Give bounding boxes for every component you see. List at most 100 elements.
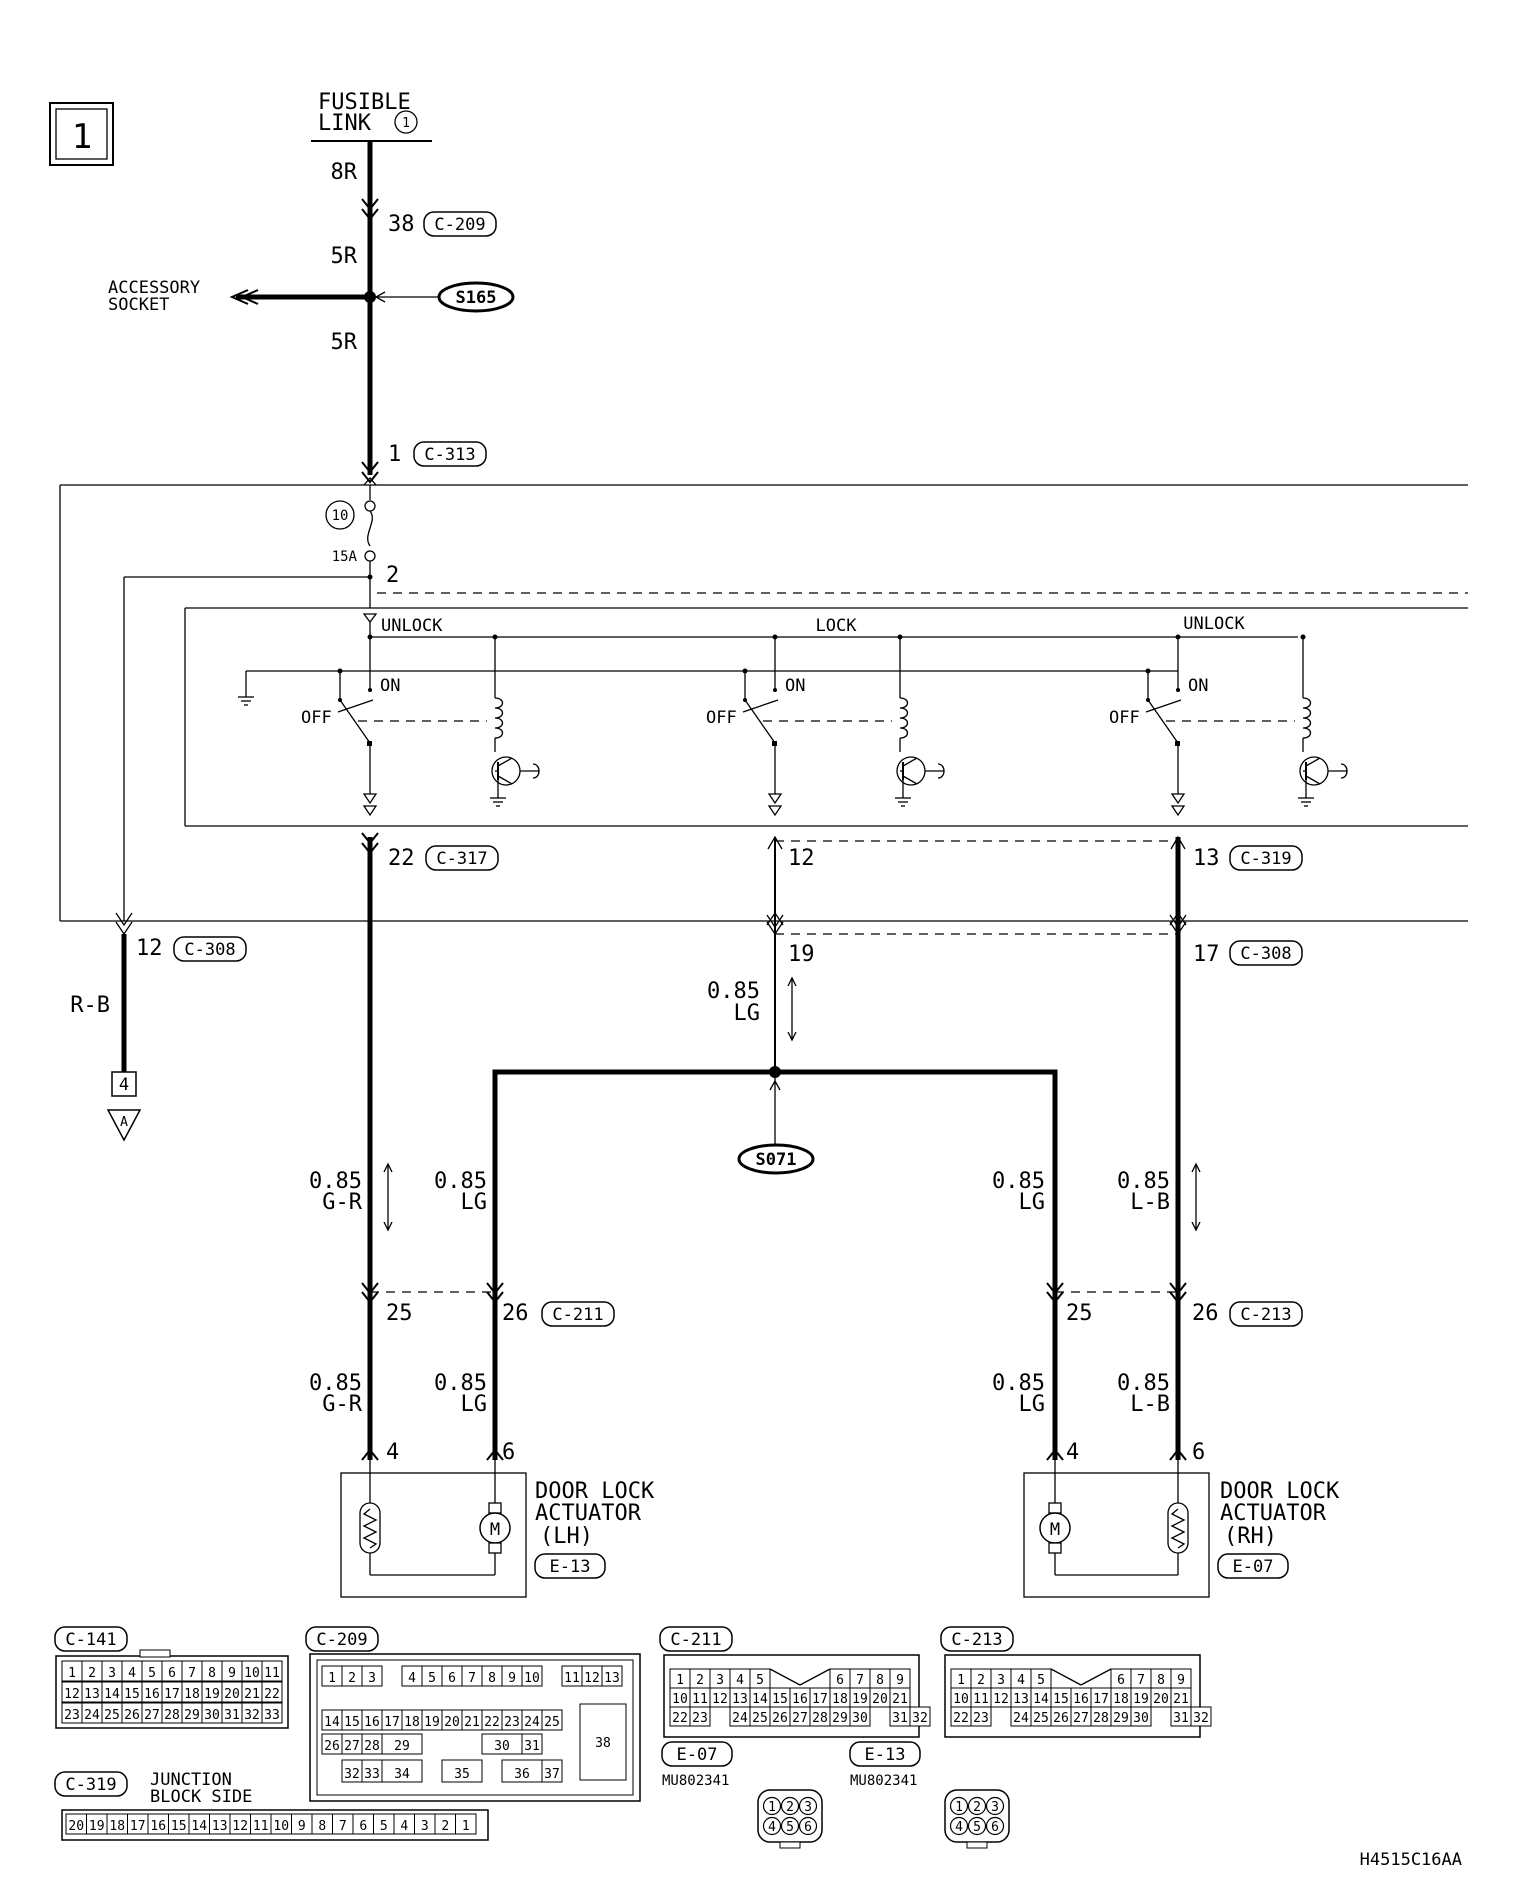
door-connectors: 25 26 C-211 25 26 C-213 0.85 G-R 0.85 LG… <box>309 1282 1303 1417</box>
svg-text:C-211: C-211 <box>552 1305 603 1325</box>
pin: 22 <box>484 1715 500 1730</box>
svg-text:E-13: E-13 <box>550 1557 591 1577</box>
pin: 14 <box>1033 1692 1049 1707</box>
svg-text:0.85: 0.85 <box>434 1371 487 1396</box>
pin: 3 <box>368 1671 376 1686</box>
pin: 22 <box>264 1687 280 1702</box>
svg-text:2: 2 <box>386 563 399 588</box>
svg-text:SOCKET: SOCKET <box>108 295 169 315</box>
svg-text:ACCESSORY: ACCESSORY <box>108 278 200 298</box>
svg-text:4: 4 <box>119 1075 129 1095</box>
pin: 25 <box>544 1715 560 1730</box>
pin: 24 <box>84 1708 100 1723</box>
part-number: MU802341 <box>662 1773 729 1789</box>
svg-text:G-R: G-R <box>322 1190 362 1215</box>
pin: 19 <box>204 1687 220 1702</box>
pin: 11 <box>264 1666 280 1681</box>
svg-text:ON: ON <box>1188 676 1208 696</box>
page-number-box: 1 <box>49 102 114 166</box>
pin: 32 <box>244 1708 260 1723</box>
svg-text:38: 38 <box>388 212 415 237</box>
pin: 29 <box>394 1739 410 1754</box>
pin: 24 <box>732 1711 748 1726</box>
svg-text:0.85: 0.85 <box>309 1169 362 1194</box>
svg-text:25: 25 <box>1066 1301 1093 1326</box>
pin: 5 <box>1037 1673 1045 1688</box>
pin: 35 <box>454 1767 470 1782</box>
pin: 30 <box>494 1739 510 1754</box>
pin: 24 <box>524 1715 540 1730</box>
pin: 2 <box>977 1673 985 1688</box>
pin: 10 <box>524 1671 540 1686</box>
svg-text:0.85: 0.85 <box>992 1371 1045 1396</box>
pin: 32 <box>344 1767 360 1782</box>
pin: 13 <box>84 1687 100 1702</box>
svg-text:8R: 8R <box>331 160 358 185</box>
svg-text:0.85: 0.85 <box>309 1371 362 1396</box>
connector-name: E-13 <box>865 1745 906 1765</box>
pin: 27 <box>792 1711 808 1726</box>
pin: 23 <box>64 1708 80 1723</box>
svg-text:OFF: OFF <box>301 708 332 728</box>
pin: 29 <box>832 1711 848 1726</box>
pin: 26 <box>1053 1711 1069 1726</box>
pin: 21 <box>1173 1692 1189 1707</box>
relay-unit-2 <box>742 634 945 817</box>
pin: 3 <box>716 1673 724 1688</box>
connector-name: C-141 <box>65 1630 116 1650</box>
svg-text:OFF: OFF <box>1109 708 1140 728</box>
svg-text:E-07: E-07 <box>1233 1557 1274 1577</box>
pin: 2 <box>348 1671 356 1686</box>
svg-text:C-308: C-308 <box>1240 944 1291 964</box>
pin: 6 <box>448 1671 456 1686</box>
pin: 11 <box>564 1671 580 1686</box>
pin: 12 <box>993 1692 1009 1707</box>
svg-text:6: 6 <box>502 1440 515 1465</box>
pin: 28 <box>364 1739 380 1754</box>
svg-text:0.85: 0.85 <box>434 1169 487 1194</box>
pin: 30 <box>852 1711 868 1726</box>
pin: 19 <box>1133 1692 1149 1707</box>
svg-text:25: 25 <box>386 1301 413 1326</box>
pin: 3 <box>991 1800 999 1815</box>
pin: 2 <box>786 1800 794 1815</box>
pin: 38 <box>595 1736 611 1751</box>
connector-name: C-213 <box>951 1630 1002 1650</box>
pin: 14 <box>752 1692 768 1707</box>
splice-s071: S071 <box>756 1150 797 1170</box>
c308-connector: 12 C-308 19 17 C-308 R-B 4 A <box>70 912 1303 1142</box>
pin: 7 <box>1137 1673 1145 1688</box>
pin: 26 <box>772 1711 788 1726</box>
caption: JUNCTION <box>150 1770 232 1790</box>
pin: 3 <box>997 1673 1005 1688</box>
wire-r-b: R-B <box>70 993 110 1018</box>
connector-name: E-07 <box>677 1745 718 1765</box>
c313-connector: 1 C-313 <box>361 441 487 484</box>
svg-text:4: 4 <box>386 1440 399 1465</box>
svg-text:5R: 5R <box>331 244 358 269</box>
pin: 16 <box>150 1819 166 1834</box>
svg-text:12: 12 <box>136 936 163 961</box>
pin: 10 <box>273 1819 289 1834</box>
pin: 1 <box>768 1800 776 1815</box>
pin: 8 <box>1157 1673 1165 1688</box>
pin: 6 <box>804 1820 812 1835</box>
svg-text:(RH): (RH) <box>1224 1524 1277 1549</box>
svg-text:0.85: 0.85 <box>992 1169 1045 1194</box>
relay-2-label: LOCK <box>816 616 858 636</box>
junction-block <box>59 484 1468 922</box>
pin: 25 <box>104 1708 120 1723</box>
pin: 1 <box>955 1800 963 1815</box>
pin: 1 <box>462 1819 470 1834</box>
pin: 24 <box>1013 1711 1029 1726</box>
pin: 32 <box>912 1711 928 1726</box>
pin: 6 <box>836 1673 844 1688</box>
pin: 17 <box>384 1715 400 1730</box>
figure-code: H4515C16AA <box>1360 1850 1462 1870</box>
pin: 1 <box>676 1673 684 1688</box>
jb-outputs: 22 C-317 12 13 C-319 <box>388 840 1303 871</box>
pin: 15 <box>1053 1692 1069 1707</box>
pin: 20 <box>444 1715 460 1730</box>
connector-name: C-319 <box>65 1775 116 1795</box>
